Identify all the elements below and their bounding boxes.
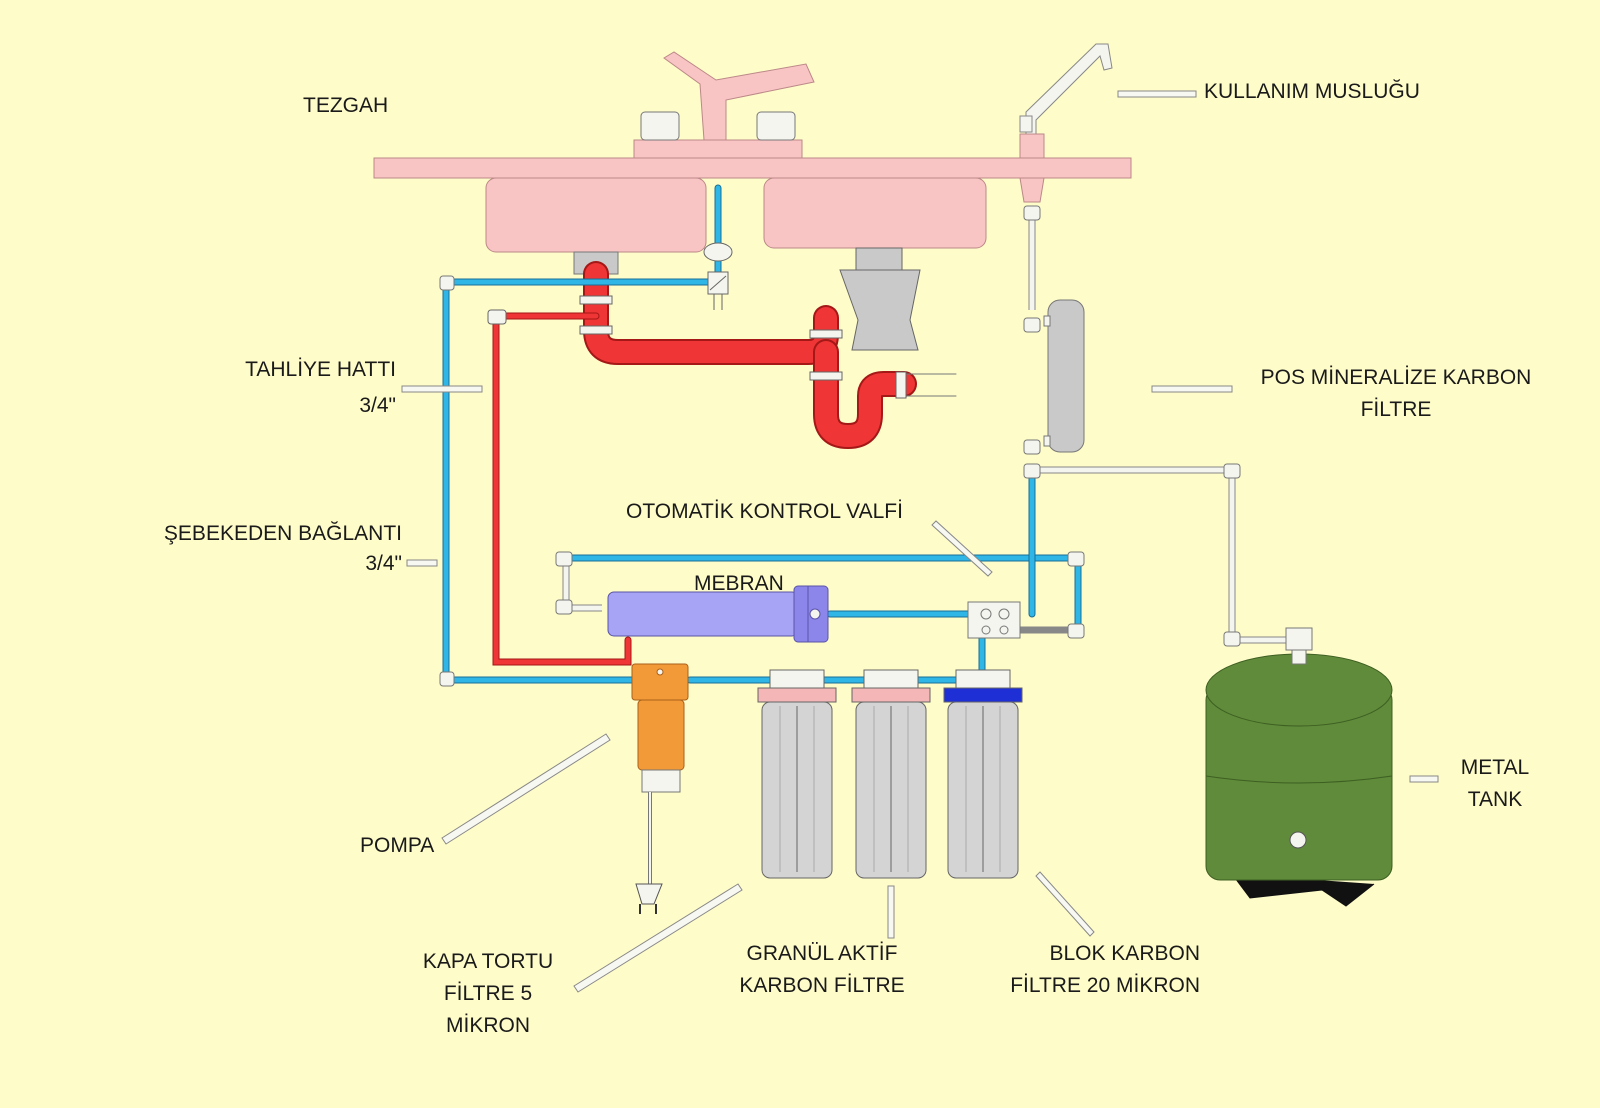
counter-sink <box>373 51 1132 275</box>
membrane-label: MEBRAN <box>694 572 784 595</box>
counter-label: TEZGAH <box>303 94 389 117</box>
faucet-label: KULLANIM MUSLUĞU <box>1204 80 1420 103</box>
product-piping <box>562 206 1300 644</box>
block-filter-label-line1: BLOK KARBON <box>1049 942 1200 965</box>
pump-label: POMPA <box>360 834 435 857</box>
post-carbon-filter <box>1043 299 1085 453</box>
filter-housing-granular <box>851 669 931 879</box>
drain-size-label: 3/4" <box>359 394 396 417</box>
drain-piping <box>492 261 957 666</box>
sediment-filter-label-line1: KAPA TORTU <box>422 950 554 973</box>
drain-clamps <box>487 295 907 399</box>
disposal-unit <box>839 247 921 351</box>
mains-connection-label: ŞEBEKEDEN BAĞLANTI <box>163 522 402 545</box>
drain-line-label: TAHLİYE HATTI <box>245 358 396 381</box>
membrane-housing <box>607 585 829 643</box>
tank-label-line1: METAL <box>1460 756 1530 779</box>
tank-label-line2: TANK <box>1467 788 1523 811</box>
post-filter-label-line2: FİLTRE <box>1360 398 1432 421</box>
faucet-shank <box>1019 177 1045 203</box>
sediment-filter-label-line3: MİKRON <box>446 1014 530 1037</box>
pipe-fittings <box>439 205 1241 687</box>
feed-valve <box>703 242 733 310</box>
booster-pump <box>631 663 689 914</box>
filter-housing-sediment <box>757 669 837 879</box>
granular-filter-label-line2: KARBON FİLTRE <box>739 974 905 997</box>
control-valve-label: OTOMATİK KONTROL VALFİ <box>626 500 903 523</box>
faucet-base <box>1019 133 1045 159</box>
granular-filter-label-line1: GRANÜL AKTİF <box>746 942 898 965</box>
sediment-filter-label-line2: FİLTRE 5 <box>443 982 533 1005</box>
mains-size-label: 3/4" <box>365 552 402 575</box>
storage-tank <box>1205 627 1393 907</box>
filter-housing-block <box>943 669 1023 879</box>
control-valve <box>967 601 1021 639</box>
leader-lines <box>401 90 1439 993</box>
post-filter-label-line1: POS MİNERALİZE KARBON <box>1260 366 1532 389</box>
block-filter-label-line2: FİLTRE 20 MİKRON <box>1010 974 1200 997</box>
drinking-faucet <box>1019 43 1113 135</box>
